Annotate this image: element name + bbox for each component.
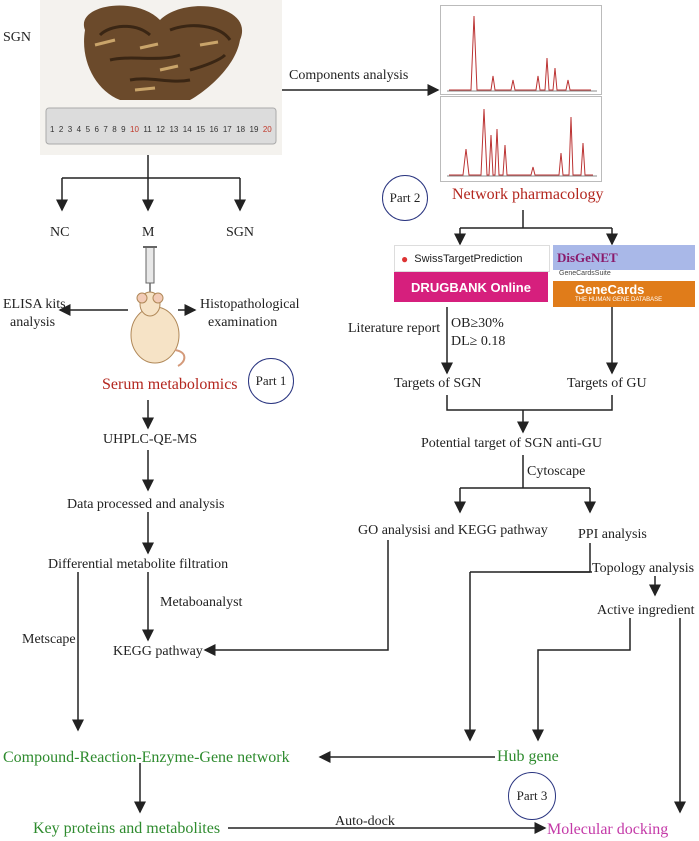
metaboanalyst-label: Metaboanalyst xyxy=(160,595,243,610)
molecular-docking-label: Molecular docking xyxy=(547,821,669,838)
differential-label: Differential metabolite filtration xyxy=(48,557,229,572)
part1-badge: Part 1 xyxy=(248,358,294,404)
sgn-herb-label: SGN xyxy=(3,30,32,45)
compound-network-label: Compound-Reaction-Enzyme-Gene network xyxy=(3,749,290,766)
disgenet-logo: DisGeNET xyxy=(553,245,695,270)
network-pharmacology-label: Network pharmacology xyxy=(452,186,604,203)
auto-dock-label: Auto-dock xyxy=(335,814,395,829)
targets-sgn-label: Targets of SGN xyxy=(394,376,482,391)
components-analysis-label: Components analysis xyxy=(289,68,409,83)
hub-gene-label: Hub gene xyxy=(497,748,559,765)
topology-label: Topology analysis xyxy=(592,561,695,577)
potential-target-label: Potential target of SGN anti-GU xyxy=(421,436,602,451)
genecards-suite-strip: GeneCardsSuite xyxy=(553,270,699,280)
chromatogram-bottom-plot xyxy=(447,108,597,177)
targets-gu-label: Targets of GU xyxy=(567,376,647,391)
literature-label: Literature report xyxy=(348,321,441,336)
herb-pile-image xyxy=(40,0,282,155)
histo-label: Histopathological xyxy=(200,297,300,312)
genecards-logo: GeneCards THE HUMAN GENE DATABASE xyxy=(553,281,695,307)
drugbank-logo: DRUGBANK Online xyxy=(394,272,548,302)
key-proteins-label: Key proteins and metabolites xyxy=(33,820,221,837)
group-sgn-label: SGN xyxy=(226,225,255,240)
elisa-label: ELISA kits xyxy=(3,297,66,312)
uhplc-label: UHPLC-QE-MS xyxy=(103,432,198,447)
active-ingredient-label: Active ingredient xyxy=(597,603,695,618)
cytoscape-label: Cytoscape xyxy=(527,464,586,479)
group-m-label: M xyxy=(142,225,155,240)
part2-badge: Part 2 xyxy=(382,175,428,221)
part3-badge: Part 3 xyxy=(508,772,556,820)
histo-label-2: examination xyxy=(208,315,278,330)
data-processed-label: Data processed and analysis xyxy=(67,497,225,512)
dl-label: DL≥ 0.18 xyxy=(451,334,506,349)
ppi-label: PPI analysis xyxy=(578,527,647,542)
rat-icon xyxy=(130,291,186,367)
kegg-pathway-label: KEGG pathway xyxy=(113,644,203,659)
elisa-label-2: analysis xyxy=(10,315,56,330)
serum-metabolomics-label: Serum metabolomics xyxy=(102,376,238,393)
chromatogram-top xyxy=(440,5,602,95)
chromatogram-top-plot xyxy=(447,15,597,92)
chromatogram-bottom xyxy=(440,96,602,182)
metscape-label: Metscape xyxy=(22,632,76,647)
group-nc-label: NC xyxy=(50,225,70,240)
swiss-logo: ●SwissTargetPrediction xyxy=(394,245,550,272)
go-kegg-label: GO analysisi and KEGG pathway xyxy=(358,523,548,538)
ob-label: OB≥30% xyxy=(451,316,504,331)
